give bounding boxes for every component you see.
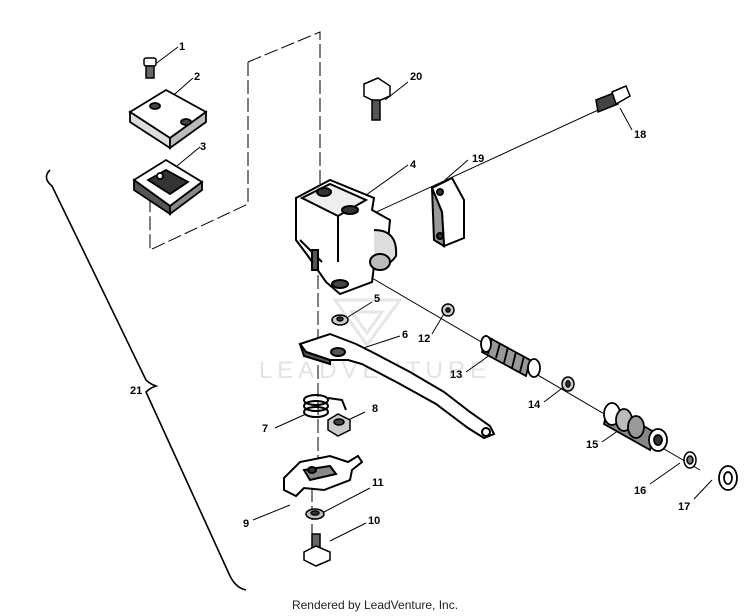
- callout-labels: 1 2 3 4 5 6 7 8 9 10 11 12 13 14 15 16 1…: [130, 41, 690, 530]
- callout-7: 7: [262, 423, 268, 435]
- callout-13: 13: [450, 369, 462, 381]
- callout-18: 18: [634, 129, 646, 141]
- boot-part: [480, 334, 541, 378]
- callout-16: 16: [634, 485, 646, 497]
- callout-9: 9: [243, 518, 249, 530]
- callout-6: 6: [402, 329, 408, 341]
- clamp-part: [430, 176, 465, 248]
- callout-8: 8: [372, 403, 378, 415]
- nut-part: [327, 413, 351, 437]
- bolt-part-right: [595, 85, 631, 114]
- footer-credit: Rendered by LeadVenture, Inc.: [291, 598, 459, 612]
- callout-10: 10: [368, 515, 380, 527]
- washer-part-12: [441, 303, 455, 317]
- washer-part-14: [561, 376, 575, 392]
- callout-1: 1: [179, 41, 185, 53]
- pivot-bracket-part: [283, 454, 364, 498]
- diaphragm-part: [132, 158, 204, 216]
- master-cylinder-body-part: [295, 178, 398, 296]
- callout-21: 21: [130, 385, 142, 397]
- callout-15: 15: [586, 439, 598, 451]
- screw-part: [143, 57, 157, 79]
- callout-20: 20: [410, 71, 422, 83]
- brake-lever-part: [298, 332, 496, 440]
- callout-17: 17: [678, 501, 690, 513]
- reservoir-cover-part: [128, 88, 208, 150]
- callout-14: 14: [528, 399, 541, 411]
- spring-part: [303, 394, 347, 418]
- callout-5: 5: [374, 293, 380, 305]
- washer-part-11: [305, 508, 325, 520]
- assembly-bracket: [45, 169, 247, 591]
- bolt-part-top: [363, 77, 391, 121]
- watermark-logo-icon: [332, 298, 403, 348]
- washer-part-16: [683, 451, 697, 469]
- leader-lines: [153, 46, 713, 542]
- callout-4: 4: [410, 159, 417, 171]
- callout-12: 12: [418, 333, 430, 345]
- callout-3: 3: [200, 141, 206, 153]
- washer-part-17: [718, 465, 738, 491]
- callout-11: 11: [372, 477, 384, 489]
- callout-19: 19: [472, 153, 484, 165]
- washer-part-5: [331, 314, 349, 326]
- piston-part: [602, 402, 668, 452]
- callout-2: 2: [194, 71, 200, 83]
- bolt-part-bottom: [303, 533, 331, 567]
